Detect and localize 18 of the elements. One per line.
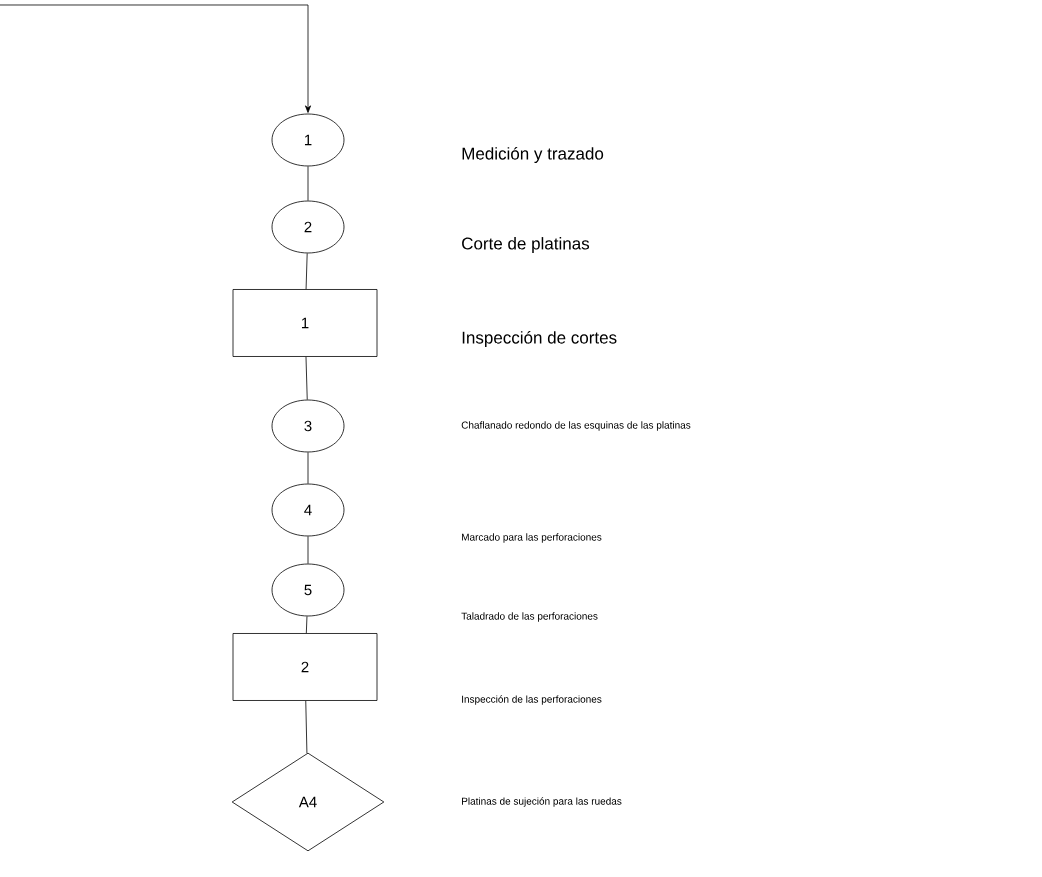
connector-line (305, 700, 308, 754)
connector-line (307, 536, 309, 564)
step-description: Taladrado de las perforaciones (461, 612, 598, 622)
connector-line (305, 616, 308, 634)
arrow (0, 4, 311, 113)
connector-line (307, 452, 309, 484)
step-description: Marcado para las perforaciones (462, 533, 602, 543)
inspection-box: 1 (232, 289, 378, 357)
connector-line (305, 356, 308, 400)
step-description: Inspección de cortes (462, 331, 617, 347)
step-description: Chaflanado redondo de las esquinas de las platinas (461, 421, 691, 431)
step-description: Platinas de sujeción para las ruedas (462, 797, 622, 807)
step-description: Corte de platinas (462, 237, 590, 253)
step-description: Inspección de las perforaciones (462, 695, 602, 705)
connector-line (307, 166, 309, 201)
connector-line (305, 253, 308, 290)
inspection-box: 2 (232, 633, 378, 701)
step-description: Medición y trazado (462, 147, 604, 163)
